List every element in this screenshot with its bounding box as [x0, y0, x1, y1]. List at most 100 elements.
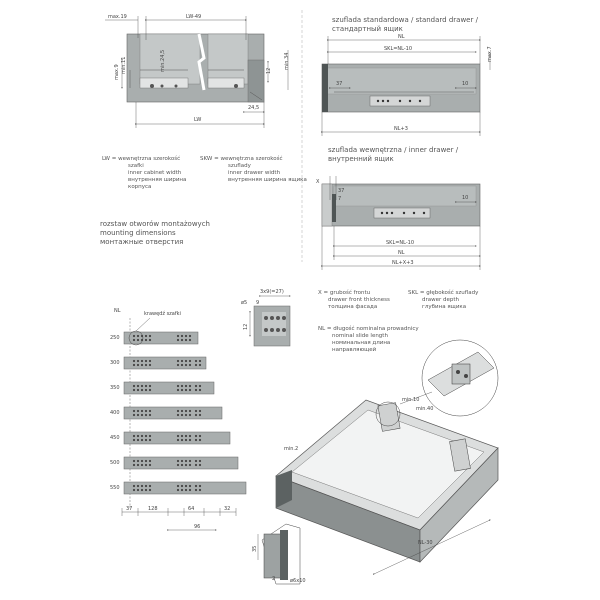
mounting-hole: [132, 363, 136, 367]
mounting-hole: [194, 384, 198, 388]
mounting-hole: [180, 488, 184, 492]
front-corner-detail: [257, 523, 301, 585]
mounting-hole: [194, 488, 198, 492]
mounting-hole: [144, 359, 148, 363]
mounting-hole: [194, 409, 198, 413]
mounting-hole: [194, 388, 198, 392]
mounting-hole: [144, 484, 148, 488]
mounting-hole: [136, 438, 140, 442]
mounting-hole: [148, 438, 152, 442]
mounting-hole: [132, 438, 136, 442]
mounting-hole: [148, 484, 152, 488]
dim-min40: min.40: [416, 406, 434, 412]
mounting-hole: [184, 488, 188, 492]
mounting-hole: [140, 459, 144, 463]
dim-min34: min.34: [284, 52, 290, 70]
mounting-hole: [180, 384, 184, 388]
dim-37: 37: [336, 81, 343, 87]
dim-skl: SKL=NL-10: [384, 46, 413, 52]
mounting-hole: [136, 434, 140, 438]
mounting-hole: [184, 438, 188, 442]
cabinet-edge-label: krawędź szafki: [144, 311, 181, 317]
mounting-hole: [144, 363, 148, 367]
note-nl: NL = długość nominalna prowadnicy nomina…: [318, 326, 419, 353]
mounting-hole: [136, 488, 140, 492]
mounting-hole: [184, 484, 188, 488]
mounting-hole: [140, 488, 144, 492]
mounting-hole: [198, 484, 202, 488]
dim-35: 35: [252, 545, 258, 552]
mounting-hole: [176, 484, 180, 488]
mounting-hole: [140, 438, 144, 442]
mounting-hole: [144, 488, 148, 492]
dim-lw49: LW-49: [186, 14, 202, 20]
mounting-hole: [132, 384, 136, 388]
mounting-bar-300: [123, 356, 207, 370]
mounting-hole: [194, 434, 198, 438]
mounting-hole: [148, 434, 152, 438]
mounting-hole: [198, 434, 202, 438]
dim-max7: max.7: [487, 46, 493, 62]
mounting-hole: [148, 409, 152, 413]
dim-o5: ø5: [241, 300, 248, 306]
mounting-hole: [136, 463, 140, 467]
mounting-hole: [198, 463, 202, 467]
mounting-hole: [148, 359, 152, 363]
mounting-hole: [180, 413, 184, 417]
mounting-hole: [136, 413, 140, 417]
mounting-hole: [188, 359, 192, 363]
mounting-hole: [176, 363, 180, 367]
dim-10: 10: [462, 81, 469, 87]
mounting-hole: [184, 409, 188, 413]
nl-label: NL: [114, 308, 121, 314]
mounting-hole: [176, 359, 180, 363]
mounting-hole: [148, 463, 152, 467]
note-x: X = grubość frontu drawer front thicknes…: [318, 290, 390, 310]
hole-detail: [253, 305, 291, 347]
mounting-hole: [140, 484, 144, 488]
mounting-hole: [188, 488, 192, 492]
dim-245: 24,5: [248, 105, 260, 111]
mounting-hole: [184, 359, 188, 363]
mounting-hole: [198, 363, 202, 367]
dim-nl3: NL+3: [394, 126, 408, 132]
mounting-hole: [194, 438, 198, 442]
mounting-hole: [132, 338, 136, 342]
mounting-hole: [136, 388, 140, 392]
dim-min10: min.10: [402, 397, 420, 403]
mounting-hole: [198, 384, 202, 388]
mounting-hole: [148, 338, 152, 342]
row-label-500: 500: [110, 460, 120, 466]
dim-max19: max.19: [108, 14, 127, 20]
mounting-hole: [180, 463, 184, 467]
mounting-hole: [176, 413, 180, 417]
dim-7: 7: [338, 196, 342, 202]
mounting-hole: [136, 334, 140, 338]
mounting-hole: [188, 334, 192, 338]
mounting-hole: [136, 409, 140, 413]
mounting-hole: [176, 388, 180, 392]
mounting-hole: [132, 463, 136, 467]
mounting-hole: [198, 459, 202, 463]
standard-drawer-title: szuflada standardowa / standard drawer /…: [332, 16, 478, 33]
mounting-bar-350: [123, 381, 215, 395]
mounting-hole: [194, 413, 198, 417]
mounting-hole: [148, 413, 152, 417]
mounting-hole: [176, 463, 180, 467]
legend-lw: LW = wewnętrzna szerokość szafki inner c…: [102, 156, 187, 190]
mounting-hole: [184, 463, 188, 467]
mounting-hole: [188, 363, 192, 367]
standard-drawer-view: [321, 63, 481, 113]
mounting-hole: [132, 488, 136, 492]
mounting-hole: [140, 359, 144, 363]
mounting-hole: [184, 413, 188, 417]
mounting-hole: [144, 388, 148, 392]
mounting-hole: [132, 409, 136, 413]
mounting-hole: [136, 363, 140, 367]
mounting-hole: [194, 463, 198, 467]
inner-drawer-view: [321, 183, 481, 227]
mounting-hole: [136, 359, 140, 363]
mounting-hole: [188, 388, 192, 392]
dim-9-hole: 9: [256, 300, 260, 306]
row-label-250: 250: [110, 335, 120, 341]
